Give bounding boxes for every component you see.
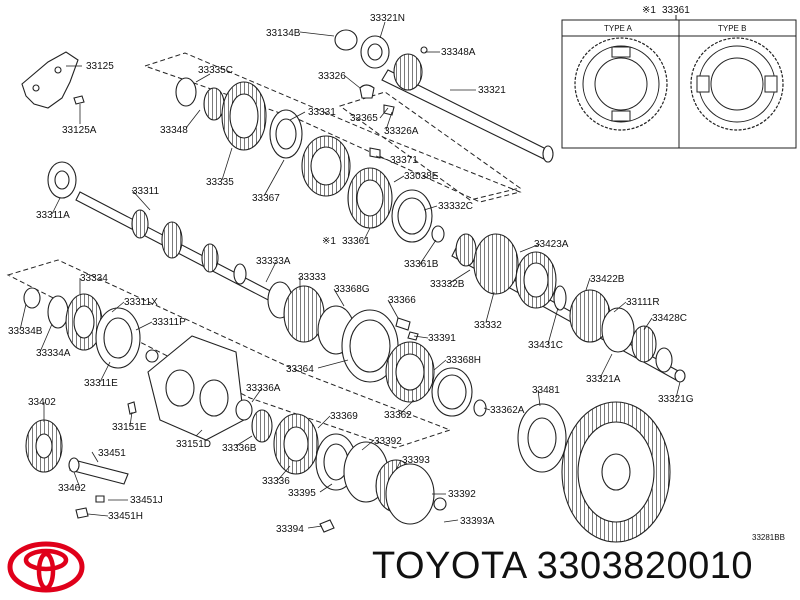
label-33362A: 33362A <box>490 405 525 416</box>
type-a-label: TYPE A <box>604 24 633 33</box>
label-33392-lower: 33392 <box>448 489 476 500</box>
label-33368H: 33368H <box>446 355 481 366</box>
type-b-label: TYPE B <box>718 24 746 33</box>
label-33393: 33393 <box>402 455 430 466</box>
label-33369: 33369 <box>330 411 358 422</box>
label-33326A: 33326A <box>384 126 419 137</box>
brand-part-number: TOYOTA 3303820010 <box>372 545 753 588</box>
label-33311: 33311 <box>132 186 160 197</box>
label-33335: 33335 <box>206 177 234 188</box>
label-33331: 33331 <box>308 107 336 118</box>
part-labels: 33134B 33321N 33348A 33125 33125A 33335C… <box>8 13 785 542</box>
label-33393A: 33393A <box>460 516 495 527</box>
label-33125: 33125 <box>86 61 114 72</box>
label-33334A: 33334A <box>36 348 71 359</box>
label-33332C: 33332C <box>438 201 473 212</box>
label-33311A: 33311A <box>36 210 70 221</box>
label-33335C: 33335C <box>198 65 233 76</box>
label-33336B: 33336B <box>222 443 257 454</box>
group-outlines <box>6 52 522 449</box>
label-33392-upper: 33392 <box>374 436 402 447</box>
label-33365: 33365 <box>350 113 378 124</box>
label-33431C: 33431C <box>528 340 563 351</box>
label-33321A: 33321A <box>586 374 621 385</box>
label-33362: 33362 <box>384 410 412 421</box>
label-33332B: 33332B <box>430 279 465 290</box>
label-33334B: 33334B <box>8 326 43 337</box>
label-33332: 33332 <box>474 320 502 331</box>
label-33423A: 33423A <box>534 239 569 250</box>
label-33451: 33451 <box>98 448 126 459</box>
label-33321G: 33321G <box>658 394 694 405</box>
label-33348A: 33348A <box>441 47 476 58</box>
label-33311P: 33311P <box>152 317 186 328</box>
label-33451J: 33451J <box>130 495 163 506</box>
label-33334: 33334 <box>80 273 108 284</box>
inset-title-mark: ※1 <box>642 5 656 16</box>
label-33321: 33321 <box>478 85 506 96</box>
label-33311X: 33311X <box>124 297 158 308</box>
part-drawings <box>21 29 686 543</box>
leader-lines <box>19 21 681 529</box>
label-33428C: 33428C <box>652 313 687 324</box>
diagram-code: 33281BB <box>752 533 785 542</box>
label-33451H: 33451H <box>108 511 143 522</box>
label-33371: 33371 <box>390 155 418 166</box>
label-33336A: 33336A <box>246 383 281 394</box>
part-number: 3303820010 <box>536 545 754 587</box>
label-33151E: 33151E <box>112 422 147 433</box>
label-33422B: 33422B <box>590 274 625 285</box>
label-33321N: 33321N <box>370 13 405 24</box>
label-33311E: 33311E <box>84 378 118 389</box>
label-33111R: 33111R <box>626 297 660 308</box>
label-33125A: 33125A <box>62 125 97 136</box>
label-33402: 33402 <box>28 397 56 408</box>
label-33336: 33336 <box>262 476 290 487</box>
brand-name: TOYOTA <box>372 545 526 587</box>
label-33333A: 33333A <box>256 256 291 267</box>
label-33038E: 33038E <box>404 171 439 182</box>
label-33361: 33361 <box>342 236 370 247</box>
label-33462: 33462 <box>58 483 86 494</box>
label-33367: 33367 <box>252 193 280 204</box>
label-33333: 33333 <box>298 272 326 283</box>
toyota-logo-icon <box>7 541 85 593</box>
label-33361-mark: ※1 <box>322 236 336 247</box>
label-33364: 33364 <box>286 364 314 375</box>
inset-synchronizer-types <box>561 19 797 149</box>
label-33326: 33326 <box>318 71 346 82</box>
label-33151D: 33151D <box>176 439 211 450</box>
label-33394: 33394 <box>276 524 304 535</box>
label-33391: 33391 <box>428 333 456 344</box>
inset-title-part: 33361 <box>662 5 690 16</box>
label-33368G: 33368G <box>334 284 370 295</box>
label-33361B: 33361B <box>404 259 439 270</box>
label-33366: 33366 <box>388 295 416 306</box>
label-33348: 33348 <box>160 125 188 136</box>
label-33481: 33481 <box>532 385 560 396</box>
label-33395: 33395 <box>288 488 316 499</box>
label-33134B: 33134B <box>266 28 301 39</box>
